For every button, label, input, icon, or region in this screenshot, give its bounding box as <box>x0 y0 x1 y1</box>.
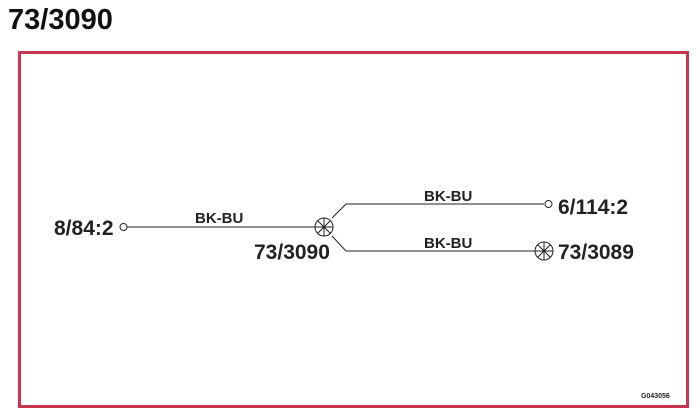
node-label-lower-right: 73/3089 <box>558 241 634 264</box>
wire-lower-right <box>331 235 536 252</box>
wire-label-left: BK-BU <box>195 210 243 227</box>
open-circle-icon <box>544 200 553 208</box>
circled-star-icon <box>534 241 554 261</box>
diagram-frame <box>18 51 689 408</box>
node-label-central: 73/3090 <box>254 241 330 264</box>
wire-label-upper-right: BK-BU <box>424 188 472 205</box>
wire-label-lower-right: BK-BU <box>424 235 472 252</box>
circled-star-icon <box>314 217 334 237</box>
page-title: 73/3090 <box>8 4 113 36</box>
reference-code: G043056 <box>641 393 670 400</box>
node-label-left: 8/84:2 <box>54 217 114 240</box>
node-label-upper-right: 6/114:2 <box>558 196 628 219</box>
open-circle-icon <box>119 223 128 231</box>
wire-upper-right <box>331 203 544 219</box>
